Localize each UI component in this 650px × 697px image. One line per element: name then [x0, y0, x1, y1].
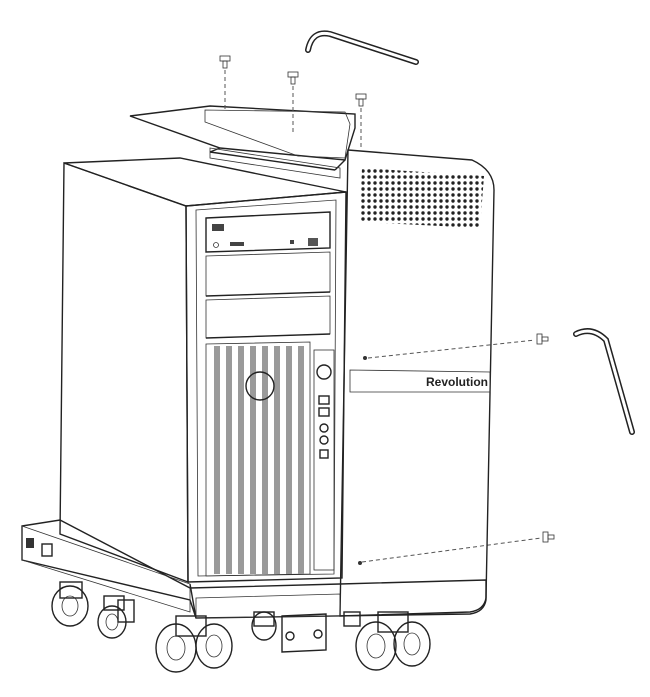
screw-icon: [287, 71, 299, 85]
brand-label: Revolution: [426, 375, 488, 389]
vent-grille-icon: [360, 168, 484, 228]
cart-base: [21, 519, 487, 653]
usb-port-icon: [318, 407, 330, 417]
caster-wheel-icon: [251, 611, 277, 641]
caster-wheel-icon: [97, 595, 127, 639]
top-shelf-plate: [129, 105, 356, 179]
caster-wheel-icon: [343, 611, 361, 627]
cabinet-enclosure: Revolution: [339, 149, 495, 617]
computer-tower: [59, 157, 347, 584]
screw-icon: [536, 333, 549, 345]
caster-wheel-icon: [51, 581, 89, 627]
usb-port-icon: [318, 395, 330, 405]
power-button-icon: [316, 364, 332, 380]
caster-wheel-icon: [155, 615, 233, 673]
caster-wheel-icon: [355, 611, 431, 671]
screw-icon: [355, 93, 367, 107]
front-grille: [205, 341, 311, 577]
bracket-rod-icon: [573, 328, 635, 435]
screw-icon: [219, 55, 231, 69]
audio-jack-icon: [319, 435, 329, 445]
audio-jack-icon: [319, 423, 329, 433]
front-io-panel: [313, 349, 335, 571]
optical-drive-icon: [205, 211, 331, 253]
bracket-rod-icon: [305, 30, 419, 65]
screw-icon: [542, 531, 555, 543]
